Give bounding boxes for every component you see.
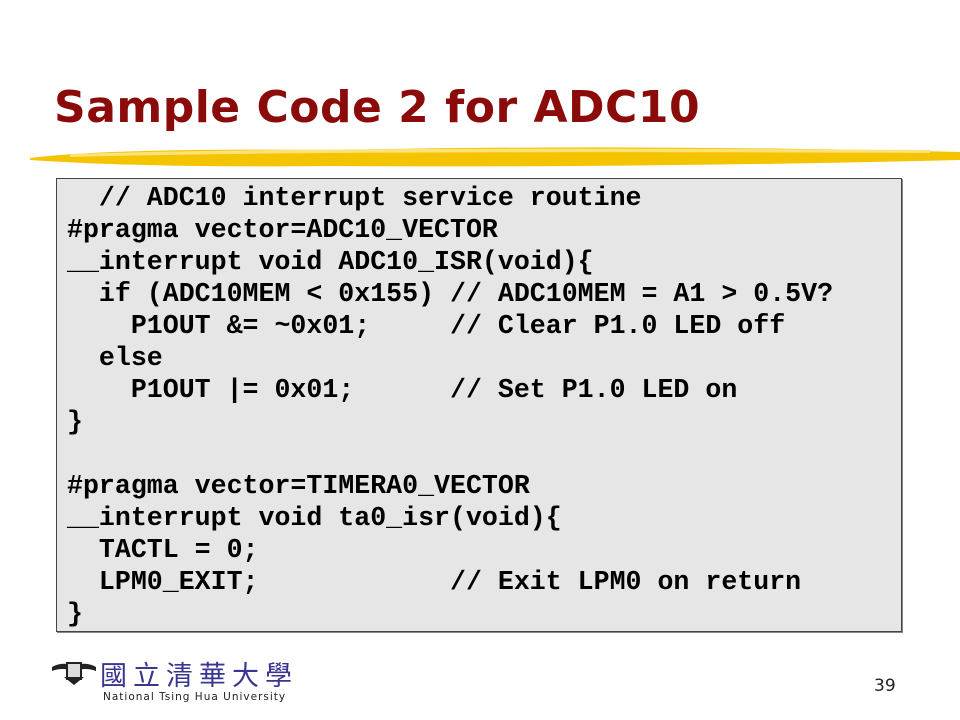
yellow-brush-stroke-divider bbox=[30, 147, 960, 167]
slide-title: Sample Code 2 for ADC10 bbox=[54, 82, 701, 133]
university-name-chinese: 國立清華大學 bbox=[100, 661, 298, 692]
page-number: 39 bbox=[874, 676, 896, 696]
code-block: // ADC10 interrupt service routine #prag… bbox=[56, 178, 902, 632]
code-text: // ADC10 interrupt service routine #prag… bbox=[67, 183, 834, 629]
university-name-english: National Tsing Hua University bbox=[103, 691, 287, 703]
nthu-emblem-icon bbox=[52, 662, 96, 685]
